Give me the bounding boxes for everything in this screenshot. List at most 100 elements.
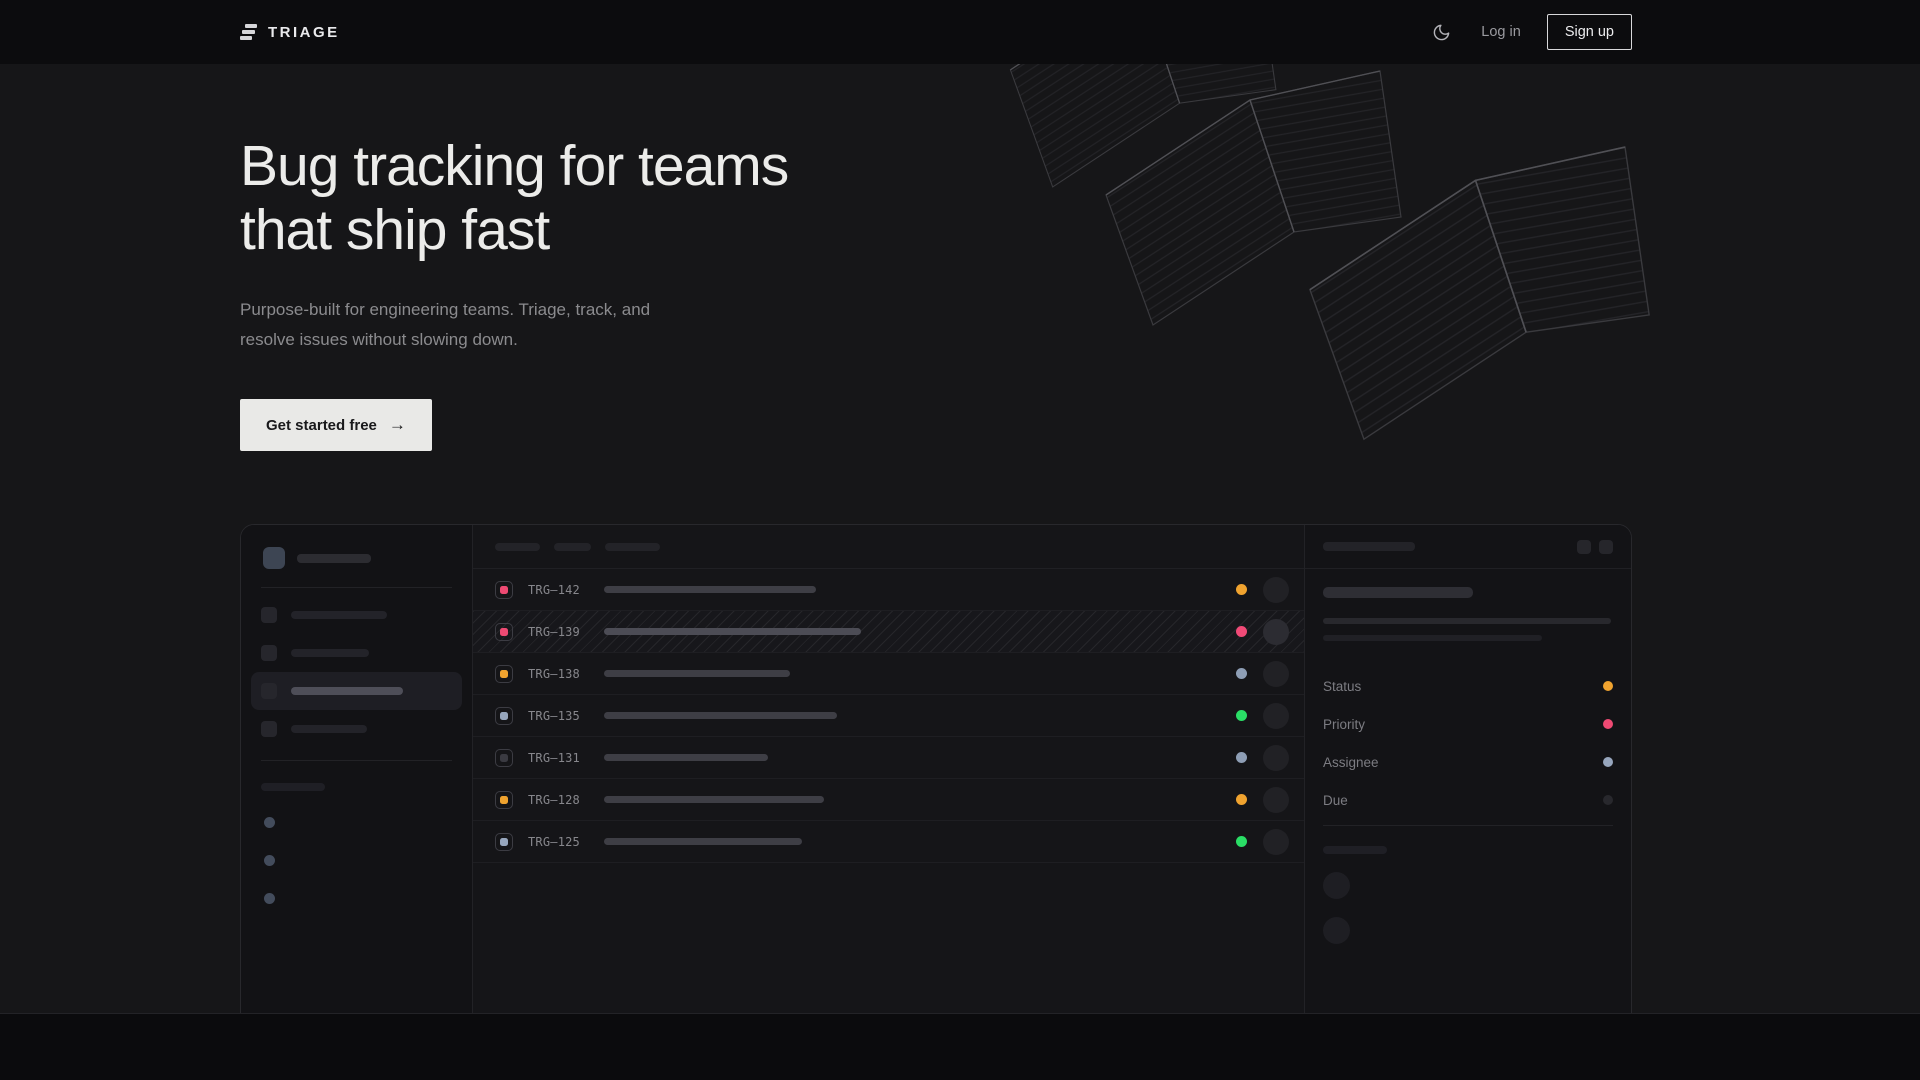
property-label: Priority [1323,716,1366,732]
issue-row: TRG–139 [473,611,1304,653]
triage-logo-icon [240,24,257,40]
moon-icon [1433,24,1450,40]
mockup-workspace-row [261,547,452,569]
mockup-detail-header [1305,525,1631,569]
sidebar-item-skeleton [251,710,462,748]
issue-id: TRG–128 [528,792,580,807]
issue-row: TRG–135 [473,695,1304,737]
status-dot [1236,710,1247,721]
label-dot [264,817,275,828]
status-dot [1236,626,1247,637]
status-dot [1236,668,1247,679]
mockup-detail-panel: Status Priority Assignee Due [1305,525,1631,1013]
skeleton-line [1323,618,1611,624]
property-value-dot [1603,757,1613,767]
issue-id: TRG–142 [528,582,580,597]
skeleton-title-bar [1323,587,1473,598]
brand-name: TRIAGE [268,23,340,41]
property-value-dot [1603,719,1613,729]
skeleton-bar [604,796,824,803]
status-dot [1236,584,1247,595]
property-value-dot [1603,681,1613,691]
mockup-issue-list: TRG–142 TRG–139 TRG–138 TRG–135 TRG–131 [472,525,1305,1013]
issue-type-icon [495,580,513,599]
property-row: Priority [1323,705,1613,743]
app-mockup: TRG–142 TRG–139 TRG–138 TRG–135 TRG–131 [240,524,1632,1013]
skeleton-bar [261,783,325,791]
label-dot [264,855,275,866]
issue-id: TRG–138 [528,666,580,681]
issue-id: TRG–125 [528,834,580,849]
issue-type-icon [495,664,513,683]
label-dot [264,893,275,904]
mockup-detail-body: Status Priority Assignee Due [1305,587,1631,944]
get-started-button[interactable]: Get started free → [240,399,432,451]
sidebar-item-skeleton [251,634,462,672]
property-row: Assignee [1323,743,1613,781]
issue-type-icon [495,622,513,641]
issue-row: TRG–131 [473,737,1304,779]
skeleton-bar [604,838,802,845]
assignee-avatar [1263,786,1289,813]
skeleton-bar [1323,846,1387,854]
status-dot [1236,794,1247,805]
header-square-button [1577,539,1591,554]
issue-row: TRG–142 [473,569,1304,611]
issue-row: TRG–128 [473,779,1304,821]
skeleton-bar [604,754,768,761]
divider [261,760,452,761]
status-dot [1236,836,1247,847]
issue-type-icon [495,832,513,851]
property-list: Status Priority Assignee Due [1323,667,1613,819]
property-row: Status [1323,667,1613,705]
skeleton-bar [604,712,837,719]
assignee-avatar [1263,660,1289,687]
top-nav: TRIAGE Log in Sign up [0,0,1920,64]
avatar-circle [1323,917,1350,944]
skeleton-pill [495,542,540,551]
issue-type-icon [495,748,513,767]
property-label: Assignee [1323,754,1379,770]
arrow-right-icon: → [388,415,406,434]
assignee-avatar [1263,828,1289,855]
bottom-section-strip [0,1013,1920,1080]
sidebar-item-skeleton-active [251,672,462,710]
sidebar-item-skeleton [251,596,462,634]
mockup-list-header [473,525,1304,569]
mockup-sidebar-items [251,596,462,748]
assignee-avatar [1263,702,1289,729]
property-label: Status [1323,678,1362,694]
property-row: Due [1323,781,1613,819]
avatar-circle [1323,872,1350,899]
skeleton-bar [297,553,371,563]
skeleton-bar [604,628,861,635]
skeleton-line [1323,635,1542,641]
skeleton-pill [554,542,591,551]
issue-type-icon [495,790,513,809]
brand-logo[interactable]: TRIAGE [240,24,340,41]
workspace-avatar [263,547,285,569]
issue-id: TRG–139 [528,624,580,639]
skeleton-pill [605,542,660,551]
mockup-sidebar [241,525,472,1013]
login-link[interactable]: Log in [1481,24,1521,40]
skeleton-bar [604,670,790,677]
theme-toggle-button[interactable] [1428,19,1455,46]
issue-type-icon [495,706,513,725]
property-label: Due [1323,792,1348,808]
issue-row: TRG–125 [473,821,1304,863]
nav-actions: Log in Sign up [1428,14,1632,50]
signup-button[interactable]: Sign up [1546,14,1632,50]
assignee-avatar [1263,744,1289,771]
divider [261,587,452,588]
hero-subtitle: Purpose-built for engineering teams. Tri… [240,300,651,349]
skeleton-pill [1323,542,1415,551]
divider [1323,825,1613,826]
header-square-button [1599,539,1613,554]
assignee-avatar [1263,618,1289,645]
issue-row: TRG–138 [473,653,1304,695]
assignee-avatar [1263,576,1289,603]
property-value-dot [1603,795,1613,805]
